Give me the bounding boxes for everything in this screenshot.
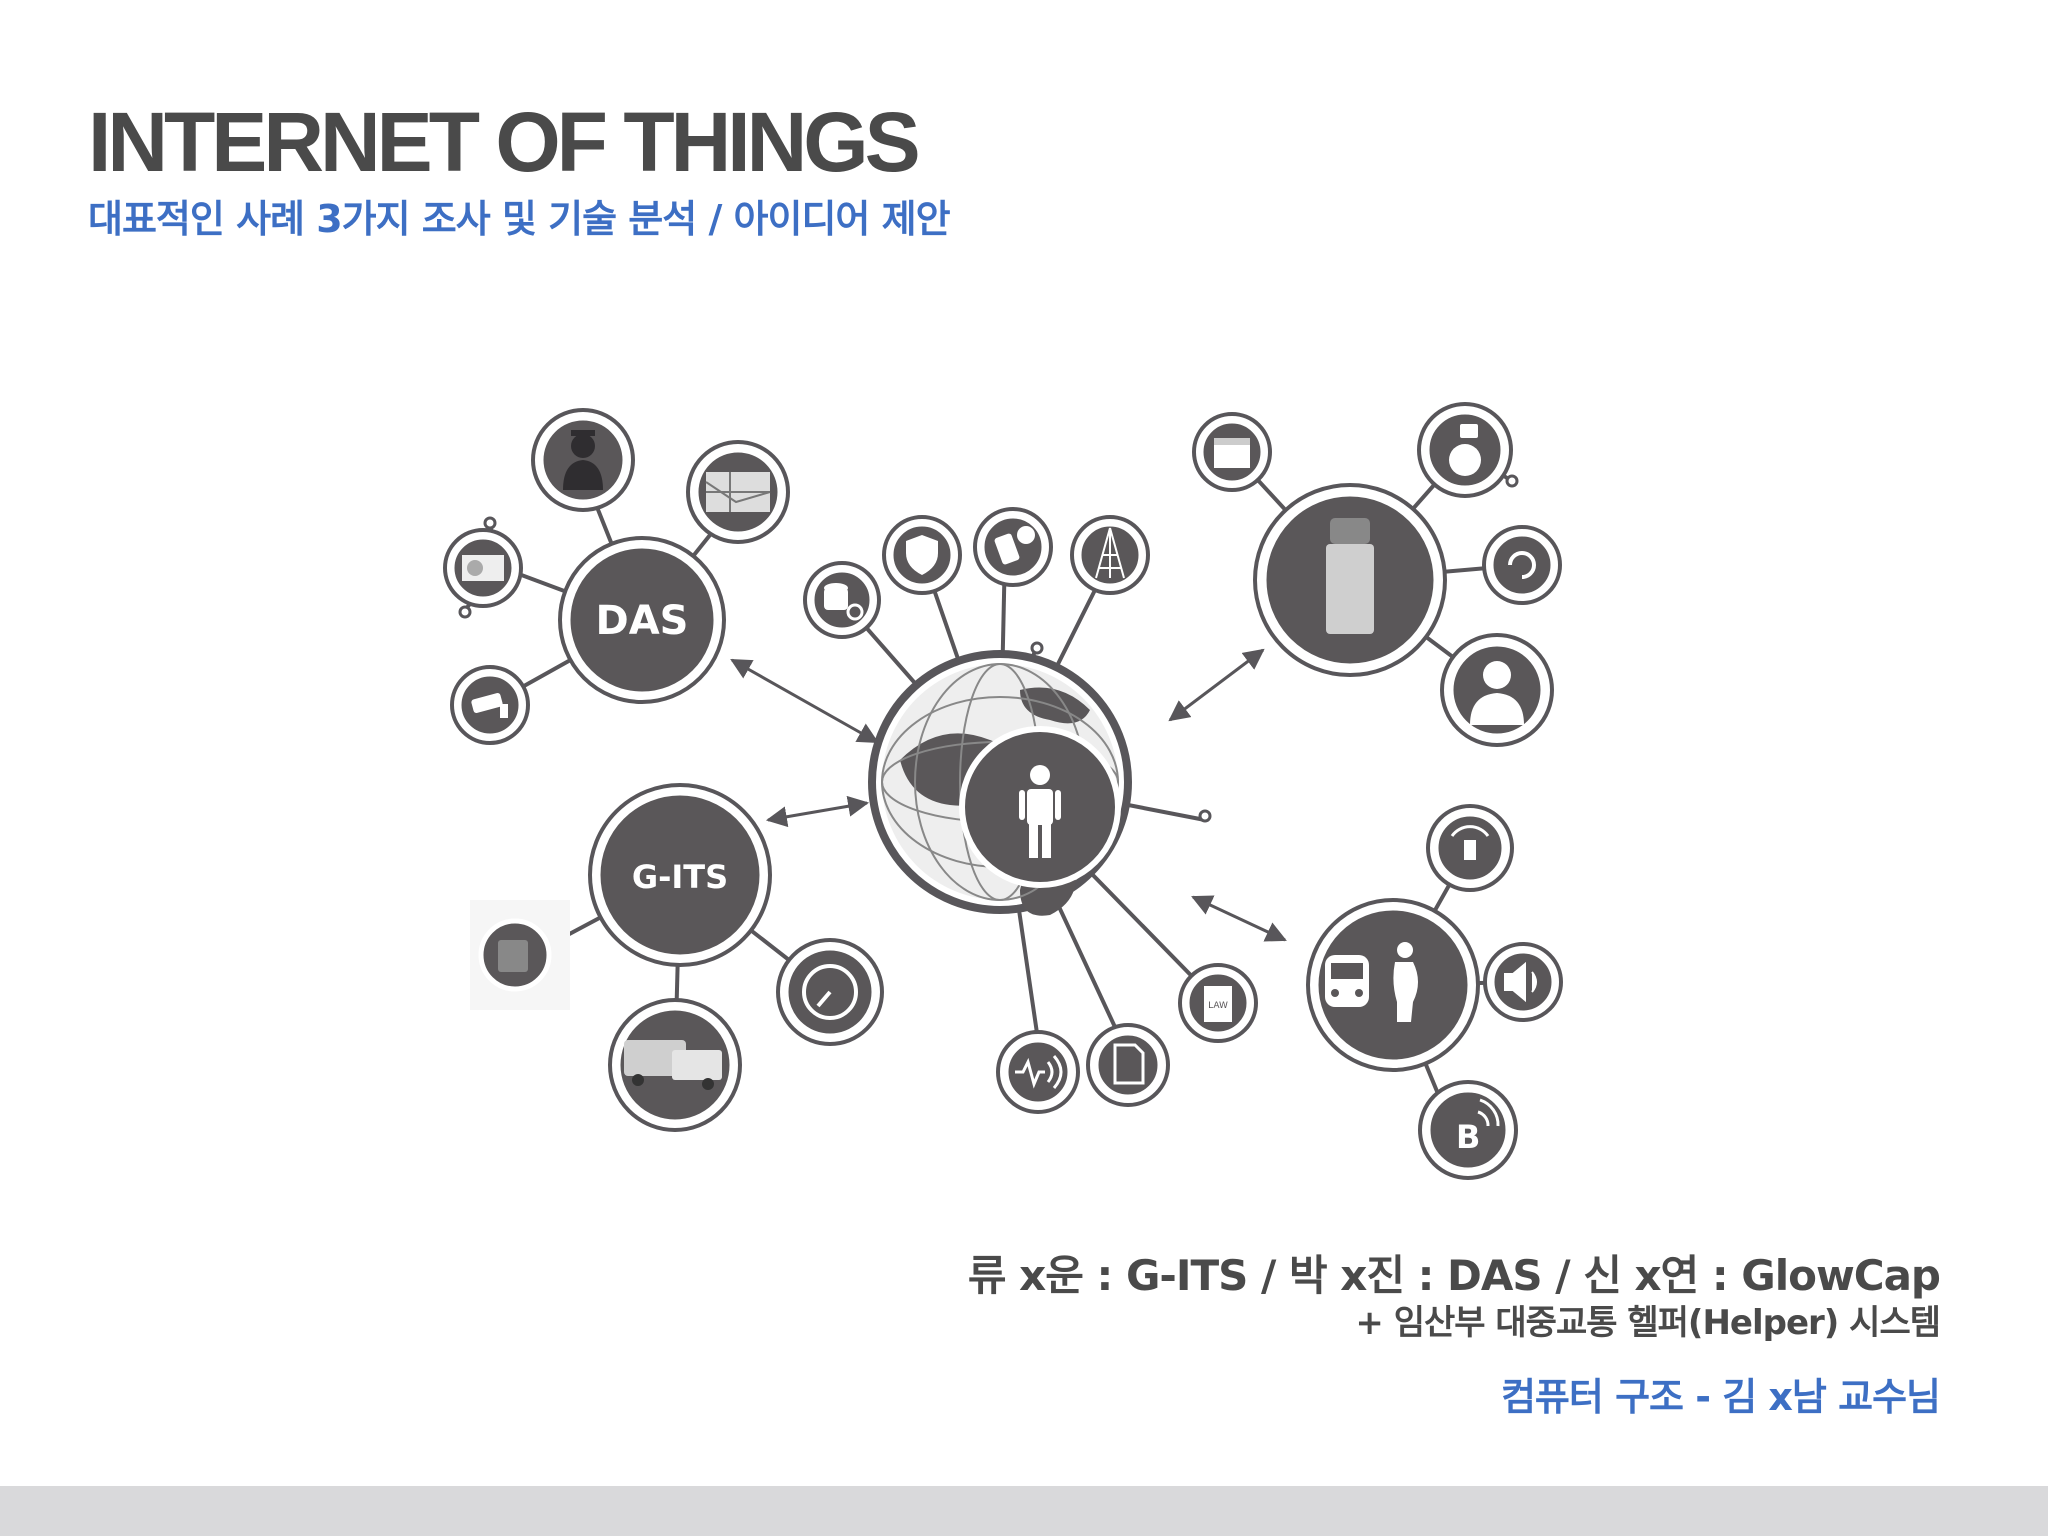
g-its-label: G-ITS bbox=[632, 858, 728, 896]
svg-text:LAW: LAW bbox=[1208, 1001, 1228, 1011]
meter-box-icon bbox=[498, 940, 528, 972]
shield-node bbox=[884, 517, 960, 593]
extra-idea: + 임산부 대중교통 헬퍼(Helper) 시스템 bbox=[968, 1302, 1940, 1344]
central-globe bbox=[872, 654, 1128, 916]
map-node bbox=[688, 442, 788, 542]
speaker-node bbox=[1485, 944, 1561, 1020]
credits: 류 x운 : G-ITS / 박 x진 : DAS / 신 x연 : GlowC… bbox=[968, 1250, 1940, 1420]
team-members: 류 x운 : G-ITS / 박 x진 : DAS / 신 x연 : GlowC… bbox=[968, 1250, 1940, 1302]
bluetooth-node: B bbox=[1420, 1082, 1516, 1178]
doctor-node bbox=[1442, 635, 1552, 745]
glowcap-hub bbox=[1255, 485, 1445, 675]
das-label: DAS bbox=[596, 598, 689, 644]
pill-bottle-icon bbox=[1326, 518, 1374, 634]
face-monitor-node bbox=[445, 530, 521, 606]
database-node bbox=[805, 563, 879, 637]
cctv-node bbox=[452, 667, 528, 743]
tower-node bbox=[1072, 517, 1148, 593]
glowcap-device-node bbox=[1419, 404, 1511, 496]
footer-bar bbox=[0, 1486, 2048, 1536]
svg-text:B: B bbox=[1456, 1118, 1480, 1156]
antenna-node bbox=[1428, 806, 1512, 890]
law-book-node: LAW bbox=[1180, 965, 1256, 1041]
meter-box-node bbox=[470, 900, 570, 1010]
police-node bbox=[533, 410, 633, 510]
course-professor: 컴퓨터 구조 - 김 x남 교수님 bbox=[968, 1374, 1940, 1420]
vehicles-node bbox=[610, 1000, 740, 1130]
transit-hub bbox=[1308, 900, 1478, 1070]
sim-card-node bbox=[1088, 1025, 1168, 1105]
refresh-node bbox=[1484, 527, 1560, 603]
speedometer-node bbox=[778, 940, 882, 1044]
map-icon bbox=[706, 472, 770, 512]
sound-wave-node bbox=[998, 1032, 1078, 1112]
das-hub: DAS bbox=[560, 538, 724, 702]
phone-chat-node bbox=[975, 509, 1051, 585]
law-book-icon: LAW bbox=[1204, 986, 1232, 1022]
g-its-hub: G-ITS bbox=[590, 785, 770, 965]
calendar-node bbox=[1194, 414, 1270, 490]
face-monitor-icon bbox=[462, 555, 504, 581]
calendar-icon bbox=[1214, 438, 1250, 468]
